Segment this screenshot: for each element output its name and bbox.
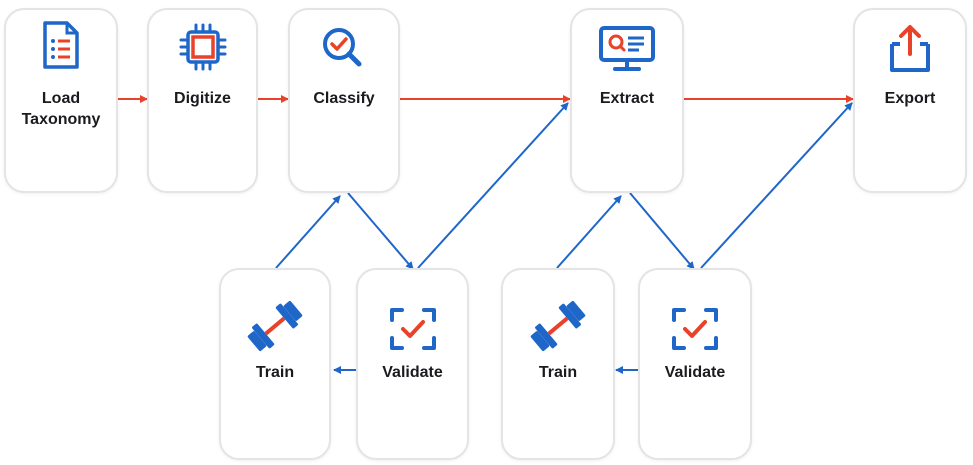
step-load-taxonomy[interactable]: Load Taxonomy [4,8,118,193]
monitor-search-icon [597,24,657,79]
step-label: Train [538,364,578,381]
export-tray-icon [882,20,938,81]
step-label: Validate [382,364,443,381]
step-label: Export [884,90,936,107]
step-digitize[interactable]: Digitize [147,8,258,193]
arrow-classify-to-validate1 [347,192,414,270]
step-extract[interactable]: Extract [570,8,684,193]
step-label: Classify [313,90,375,107]
document-list-icon [41,20,81,75]
arrow-train2-to-extract [556,195,622,269]
dumbbell-icon [245,298,305,359]
focus-check-icon [670,306,720,357]
step-classify[interactable]: Classify [288,8,400,193]
chip-icon [178,22,228,77]
step-label: Validate [664,364,726,381]
step-label: Digitize [174,90,231,107]
arrow-train1-to-classify [275,195,341,269]
step-label: Extract [599,90,655,107]
arrow-extract-to-validate2 [629,192,695,270]
magnifier-check-icon [319,24,369,77]
arrow-validate1-to-extract [417,102,569,269]
step-label: Load Taxonomy [21,90,101,128]
step-export[interactable]: Export [853,8,967,193]
step-validate-1[interactable]: Validate [356,268,469,460]
dumbbell-icon [528,298,588,359]
step-train-2[interactable]: Train [501,268,615,460]
focus-check-icon [388,306,438,357]
arrow-validate2-to-export [700,102,853,269]
step-validate-2[interactable]: Validate [638,268,752,460]
step-label: Train [255,364,295,381]
step-train-1[interactable]: Train [219,268,331,460]
